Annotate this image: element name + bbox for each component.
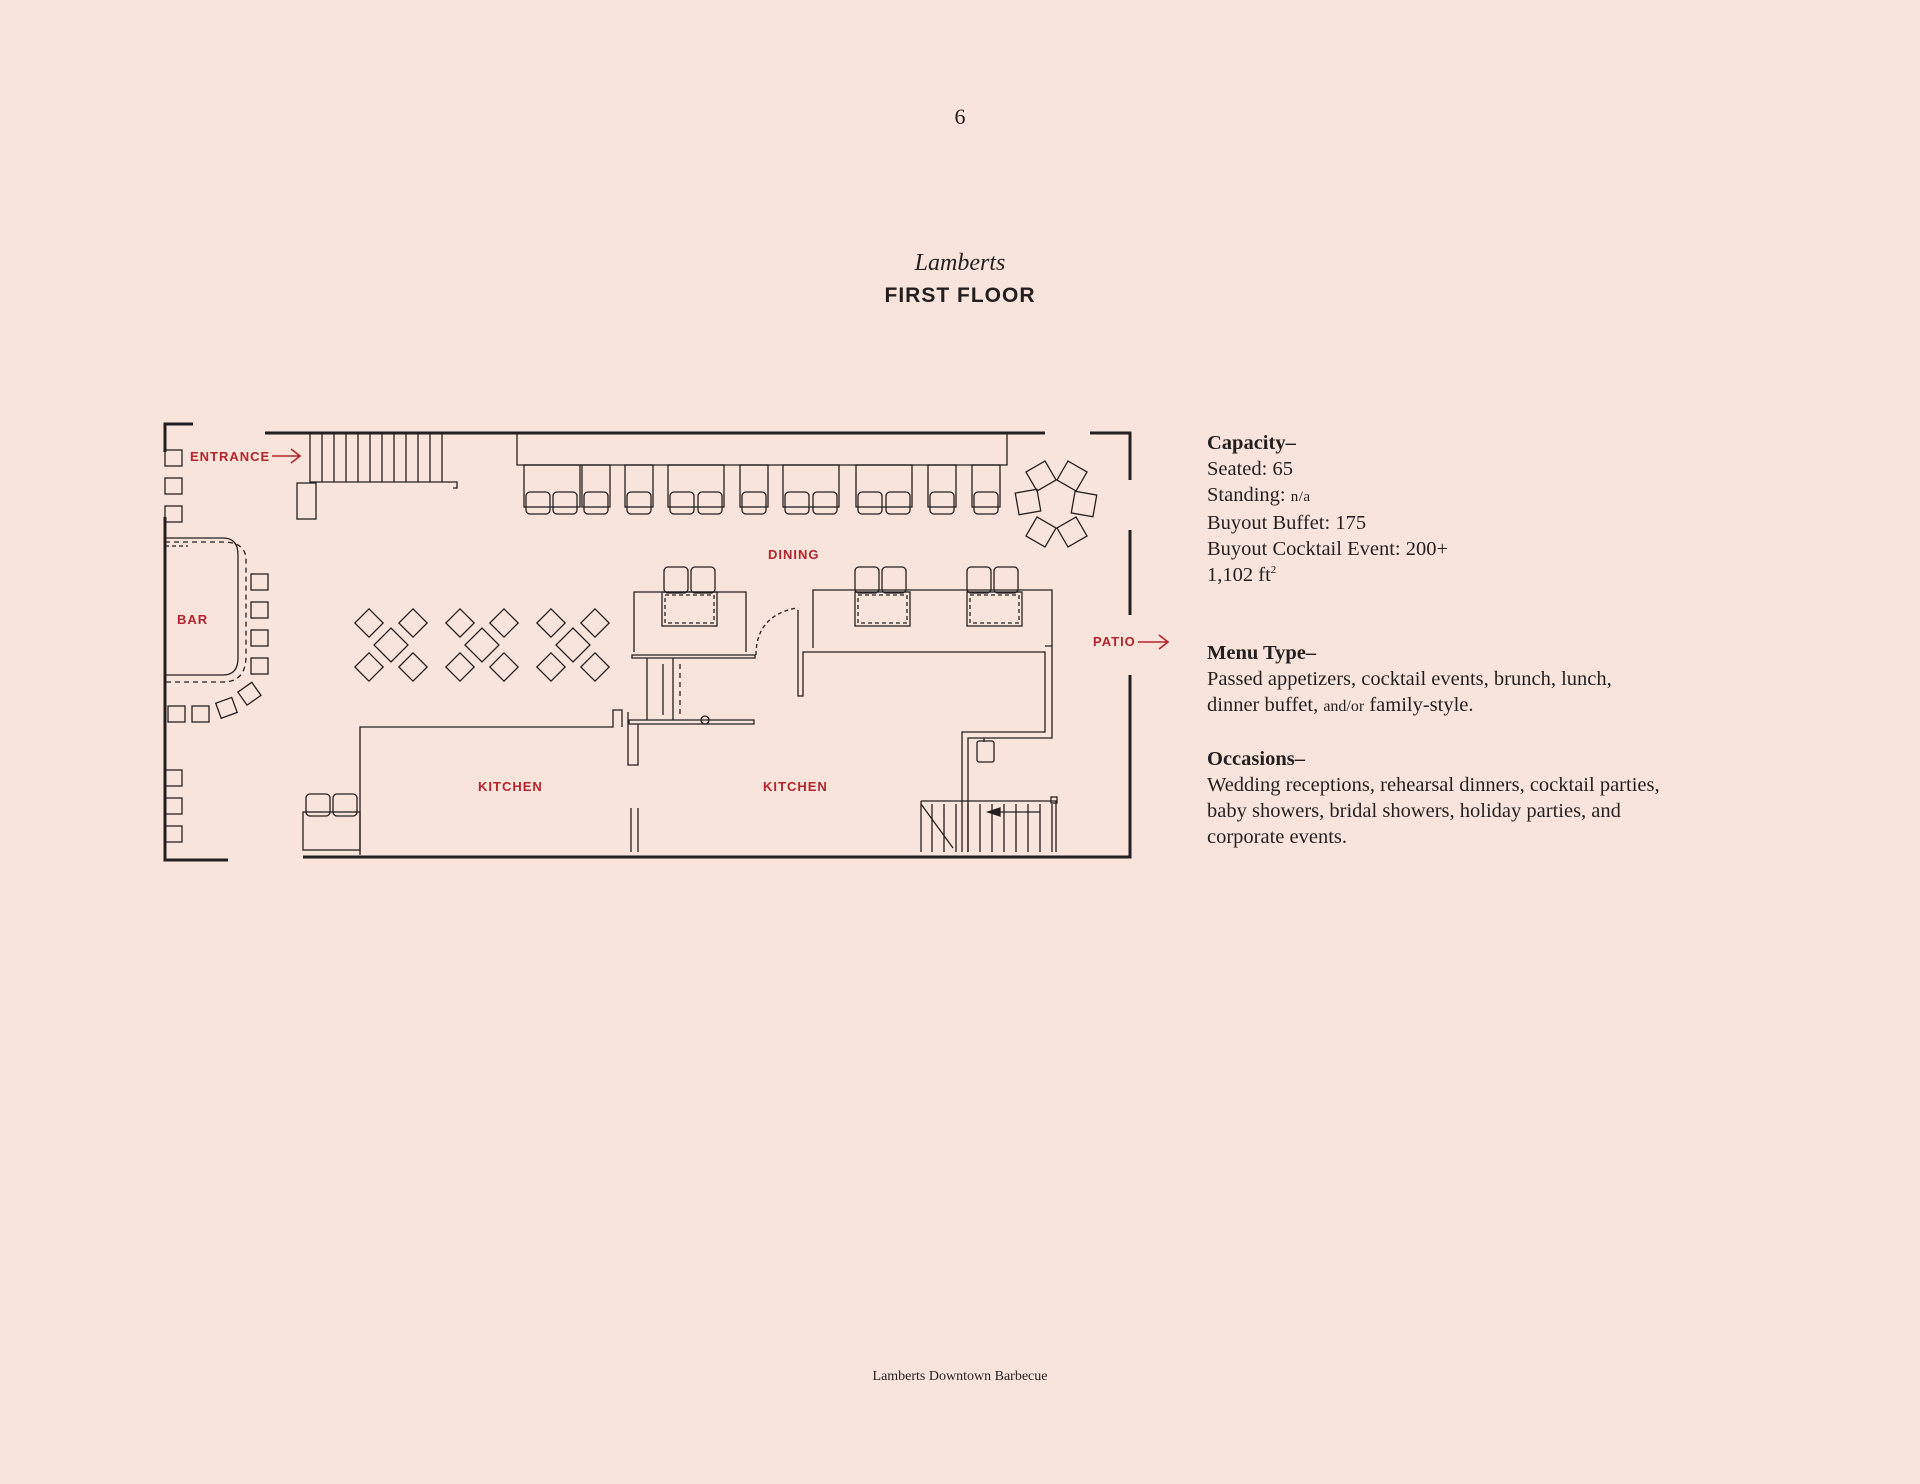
venue-name: Lamberts xyxy=(914,250,1006,276)
menu-type-line-1: Passed appetizers, cocktail events, brun… xyxy=(1207,668,1612,690)
capacity-seated: Seated: 65 xyxy=(1207,458,1293,480)
area-exponent: 2 xyxy=(1270,564,1277,576)
standing-prefix: Standing: xyxy=(1207,484,1291,506)
occasions-section: Occasions– Wedding receptions, rehearsal… xyxy=(1207,746,1727,850)
patio-label: PATIO xyxy=(1093,634,1136,649)
floor-title: FIRST FLOOR xyxy=(884,284,1036,307)
menu-type-heading: Menu Type– xyxy=(1207,642,1317,664)
capacity-area: 1,102 ft2 xyxy=(1207,562,1727,588)
page-number: 6 xyxy=(954,104,966,129)
occasions-line-1: Wedding receptions, rehearsal dinners, c… xyxy=(1207,774,1660,796)
kitchen-right-label: KITCHEN xyxy=(763,779,828,794)
venue-details: Capacity– Seated: 65 Standing: n/a Buyou… xyxy=(1207,430,1727,850)
menu-type-line-2-start: dinner buffet, xyxy=(1207,694,1324,716)
menu-type-line-2: dinner buffet, and/or family-style. xyxy=(1207,692,1727,720)
dining-label: DINING xyxy=(768,547,820,562)
capacity-section: Capacity– Seated: 65 Standing: n/a Buyou… xyxy=(1207,430,1727,588)
capacity-heading: Capacity– xyxy=(1207,432,1296,454)
bar-label: BAR xyxy=(177,612,208,627)
menu-type-and-or: and/or xyxy=(1323,698,1365,715)
occasions-line-3: corporate events. xyxy=(1207,826,1348,848)
area-value: 1,102 ft xyxy=(1207,564,1271,586)
floor-plan: ENTRANCE BAR DINING PATIO KITCHEN KITCHE… xyxy=(150,420,1190,870)
menu-type-section: Menu Type– Passed appetizers, cocktail e… xyxy=(1207,640,1727,720)
occasions-heading: Occasions– xyxy=(1207,748,1305,770)
entrance-label: ENTRANCE xyxy=(190,449,270,464)
capacity-buyout-cocktail: Buyout Cocktail Event: 200+ xyxy=(1207,538,1449,560)
occasions-line-2: baby showers, bridal showers, holiday pa… xyxy=(1207,800,1621,822)
footer: Lamberts Downtown Barbecue xyxy=(872,1369,1048,1384)
capacity-standing: Standing: n/a xyxy=(1207,482,1727,510)
kitchen-left-label: KITCHEN xyxy=(478,779,543,794)
menu-type-line-2-end: family-style. xyxy=(1364,694,1474,716)
standing-value: n/a xyxy=(1290,489,1311,505)
capacity-buyout-buffet: Buyout Buffet: 175 xyxy=(1207,512,1367,534)
floor-plan-drawing: ENTRANCE BAR DINING PATIO KITCHEN KITCHE… xyxy=(163,422,1170,862)
